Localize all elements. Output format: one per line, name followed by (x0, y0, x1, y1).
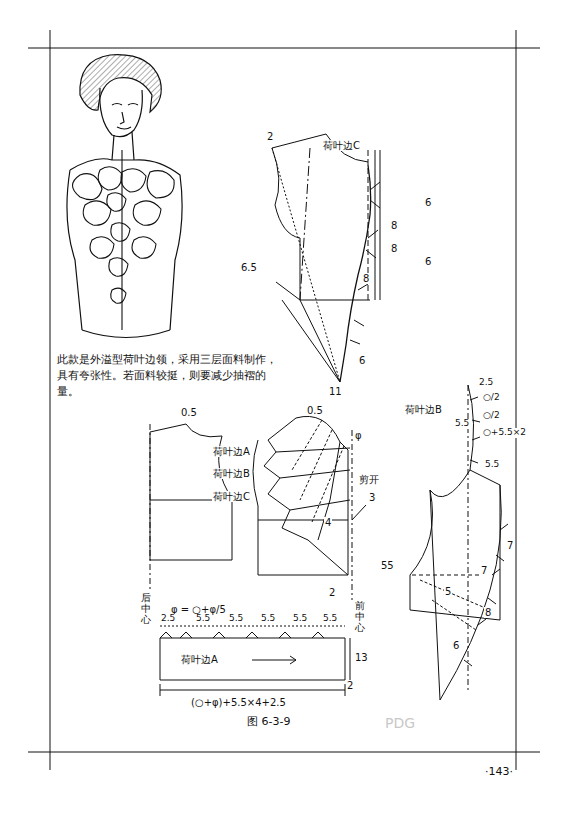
dimension: 5.5 (292, 614, 308, 624)
centre-line-name: 前中心 (354, 600, 366, 633)
part-name: 荷叶边A (180, 654, 219, 665)
dimension: 2 (328, 587, 336, 598)
dimension: 8 (484, 607, 492, 618)
dimension: 5.5 (195, 614, 211, 624)
figure-caption: 图 6-3-9 (246, 716, 291, 728)
formula: ○+5.5×2 (482, 428, 527, 438)
page-number: ·143· (484, 766, 514, 778)
dimension: 3 (368, 492, 376, 503)
note: 剪开 (358, 474, 380, 485)
dimension: 6.5 (240, 262, 258, 273)
dimension: 4 (324, 517, 332, 528)
dimension: 6 (424, 197, 432, 208)
part-name: 荷叶边C (322, 140, 361, 151)
dimension: 6 (358, 355, 366, 366)
front-bodice-ruffle-c (272, 134, 380, 382)
dimension: 8 (390, 220, 398, 231)
dimension: 6 (424, 256, 432, 267)
dimension: 55 (380, 560, 395, 571)
symbol: φ (354, 430, 363, 441)
centre-line-name: 后中心 (140, 592, 152, 625)
dimension: 13 (354, 652, 369, 663)
dimension: 7 (506, 540, 514, 551)
dimension: 2 (266, 131, 274, 142)
front-bodice-ruffles (253, 416, 366, 600)
part-name: 荷叶边B (212, 468, 251, 479)
dimension: 7 (480, 565, 488, 576)
part-name: 荷叶边A (212, 446, 251, 457)
dimension: 5 (444, 586, 452, 597)
watermark: PDG (384, 716, 416, 731)
fashion-illustration (67, 55, 182, 338)
dimension: 5.5 (484, 460, 500, 470)
dimension: 8 (390, 243, 398, 254)
dimension: 2.5 (160, 614, 176, 624)
dimension: 2.5 (478, 378, 494, 388)
dimension: 5.5 (260, 614, 276, 624)
page-frame (28, 30, 540, 770)
design-note: 此款是外溢型荷叶边领，采用三层面料制作，具有夸张性。若面料较挺，则要减少抽褶的量… (56, 352, 280, 400)
dimension: 8 (362, 273, 370, 284)
dimension: 5.5 (228, 614, 244, 624)
dimension: 6 (452, 640, 460, 651)
dimension: 0.5 (180, 407, 198, 418)
part-name: 荷叶边B (404, 404, 443, 415)
dimension: 11 (328, 386, 343, 397)
formula: ○/2 (482, 411, 501, 421)
dimension: 5.5 (454, 419, 470, 429)
dimension: 0.5 (306, 405, 324, 416)
part-name: 荷叶边C (212, 491, 251, 502)
ruffle-a-strip (160, 626, 350, 696)
formula: ○/2 (482, 393, 501, 403)
dimension: 5.5 (322, 614, 338, 624)
dimension: 2 (346, 680, 354, 691)
formula: (○+φ)+5.5×4+2.5 (190, 697, 287, 708)
